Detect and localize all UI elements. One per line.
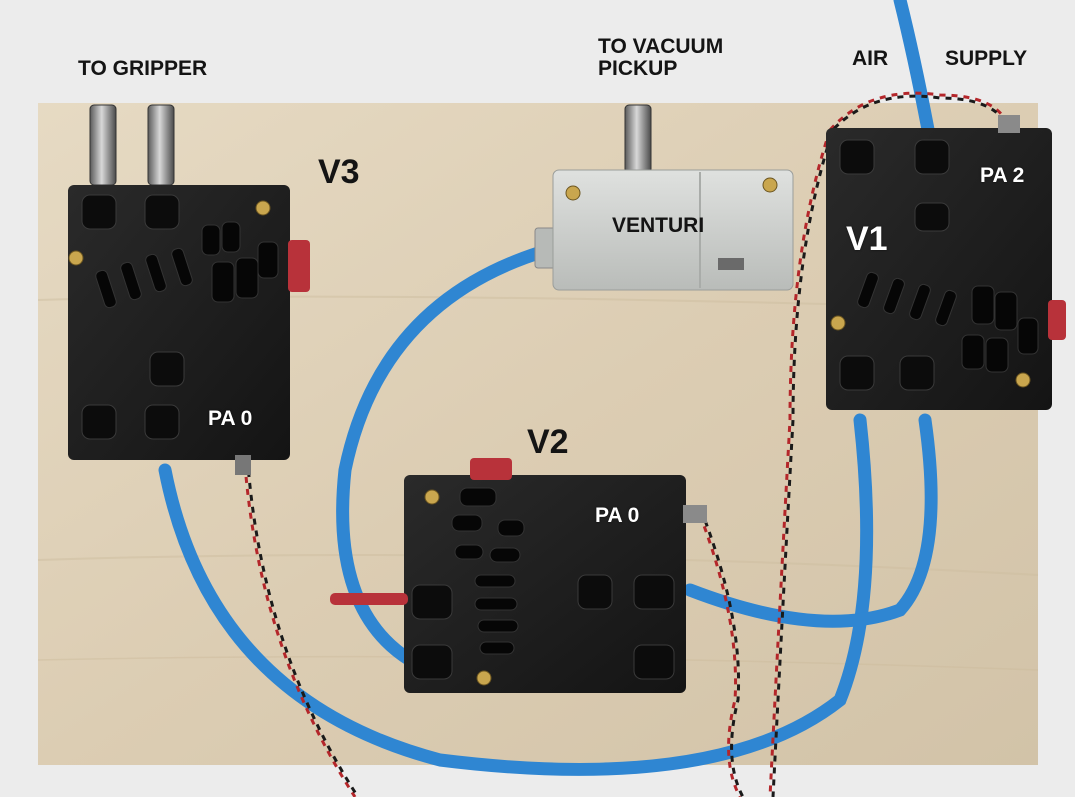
label-air: AIR	[852, 47, 889, 70]
screw-icon	[424, 489, 440, 505]
tube-v3-to-v1-loop	[158, 413, 874, 776]
manual-override-icon	[288, 240, 310, 292]
screw-icon	[1015, 372, 1031, 388]
screw-icon	[565, 185, 581, 201]
air-supply-tube	[893, 0, 937, 147]
label-venturi: VENTURI	[612, 214, 705, 237]
gripper-fittings	[89, 104, 175, 186]
label-to-vacuum-line1: TO VACUUM	[598, 35, 724, 58]
tube-v2-to-v1	[683, 413, 938, 628]
screw-icon	[762, 177, 778, 193]
valve-v3	[68, 185, 310, 475]
label-v2: V2	[527, 423, 569, 461]
manual-override-icon	[470, 458, 512, 480]
label-v3: V3	[318, 153, 360, 191]
screw-icon	[830, 315, 846, 331]
screw-icon	[476, 670, 492, 686]
label-to-gripper: TO GRIPPER	[78, 57, 208, 80]
tube-venturi-to-v2	[336, 243, 555, 667]
label-supply: SUPPLY	[945, 47, 1028, 70]
label-pa2-v1: PA 2	[980, 164, 1025, 187]
valve-v1	[826, 115, 1066, 410]
screw-icon	[68, 250, 84, 266]
twisted-wires	[243, 91, 1012, 797]
label-v1: V1	[846, 220, 888, 258]
valve-v2	[330, 458, 707, 693]
label-pa0-v2: PA 0	[595, 504, 640, 527]
label-to-vacuum-line2: PICKUP	[598, 57, 678, 81]
screw-icon	[255, 200, 271, 216]
push-fitting-icon	[147, 104, 175, 186]
push-fitting-icon	[624, 104, 652, 174]
label-pa0-v3: PA 0	[208, 407, 253, 430]
venturi-unit	[534, 169, 794, 291]
label-to-vacuum-pickup: TO VACUUM PICKUP	[598, 35, 724, 81]
manual-override-icon	[1048, 300, 1066, 340]
blue-tubing	[158, 0, 938, 776]
vacuum-pickup-fitting	[624, 104, 652, 174]
push-fitting-icon	[89, 104, 117, 186]
